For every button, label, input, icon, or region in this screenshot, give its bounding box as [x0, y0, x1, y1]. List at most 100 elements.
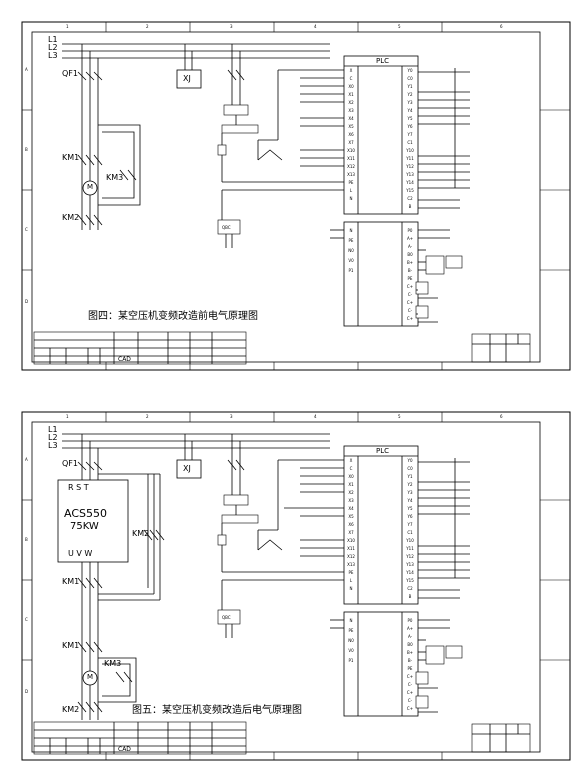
- plc-output: Y0: [407, 458, 413, 463]
- motor-label: M: [87, 673, 94, 681]
- contactor-label-km3: KM3: [104, 659, 122, 668]
- plc-input: X13: [347, 562, 355, 567]
- vfd-power: 75KW: [70, 521, 99, 532]
- column-number: 2: [146, 24, 149, 29]
- plc-output: Y14: [406, 570, 414, 575]
- row-letter: A: [25, 457, 28, 462]
- diagram-caption: 图四：某空压机变频改造前电气原理图: [88, 311, 258, 322]
- relay-label-xj: XJ: [183, 464, 191, 473]
- module-output: B-: [407, 658, 413, 663]
- module-input: N0: [348, 248, 354, 253]
- contactor-label-km2: KM2: [62, 213, 80, 222]
- phase-label-l2: L2: [48, 43, 58, 52]
- module-input: P1: [348, 268, 354, 273]
- plc-output: C1: [407, 530, 413, 535]
- phase-label-l3: L3: [48, 441, 58, 450]
- plc-input: X10: [347, 148, 355, 153]
- plc-input: C: [349, 466, 353, 471]
- module-output: PE: [407, 666, 413, 671]
- plc-input: X12: [347, 164, 355, 169]
- contactor-label-km1: KM1: [62, 641, 80, 650]
- plc-input: X5: [348, 514, 354, 519]
- plc-output: Y3: [407, 490, 413, 495]
- plc-output: C2: [407, 196, 413, 201]
- module-output: B-: [407, 268, 413, 273]
- module-output: B+: [406, 260, 414, 265]
- plc-input: X7: [348, 140, 354, 145]
- drawing-sheet-1: L1 L2 L3 QF1 XJ KM1 KM2 KM3 M PLC 图四：某空压…: [21, 21, 571, 371]
- plc-input: N: [349, 586, 353, 591]
- plc-output: Y1: [407, 474, 413, 479]
- plc-input: X13: [347, 172, 355, 177]
- module-output: B0: [407, 252, 413, 257]
- plc-input: X: [349, 458, 353, 463]
- relay-label-xj: XJ: [183, 74, 191, 83]
- contactor-label-km1: KM1: [62, 153, 80, 162]
- module-output: C+: [406, 674, 414, 679]
- phase-label-l1: L1: [48, 425, 58, 434]
- plc-input: X3: [348, 108, 354, 113]
- module-label: QBC: [222, 615, 231, 620]
- module-label: QBC: [222, 225, 231, 230]
- module-output: C+: [406, 284, 414, 289]
- plc-output: C2: [407, 586, 413, 591]
- column-number: 3: [230, 24, 233, 29]
- plc-input: X: [349, 68, 353, 73]
- plc-output: C1: [407, 140, 413, 145]
- module-output: PE: [407, 276, 413, 281]
- drawing-sheet-2: L1 L2 L3 QF1 XJ R S T ACS550 75KW U V W …: [0, 390, 582, 780]
- module-output: P0: [407, 618, 413, 623]
- plc-output: Y1: [407, 84, 413, 89]
- plc-output: Y13: [406, 562, 414, 567]
- title-block-cad: CAD: [118, 746, 131, 753]
- module-output: B+: [406, 650, 414, 655]
- plc-output: Y5: [407, 506, 413, 511]
- column-number: 1: [66, 24, 69, 29]
- plc-input: X4: [348, 116, 354, 121]
- plc-output: Y6: [407, 124, 413, 129]
- plc-output: B: [408, 594, 412, 599]
- plc-input: X7: [348, 530, 354, 535]
- plc-input: X1: [348, 482, 354, 487]
- column-number: 3: [230, 414, 233, 419]
- plc-input: X0: [348, 84, 354, 89]
- phase-label-l2: L2: [48, 433, 58, 442]
- plc-output: Y7: [407, 132, 413, 137]
- plc-input: L: [349, 188, 353, 193]
- module-input: P1: [348, 658, 354, 663]
- module-output: C+: [406, 300, 414, 305]
- plc-output: Y11: [406, 546, 414, 551]
- plc-output: Y14: [406, 180, 414, 185]
- module-input: V0: [348, 648, 354, 653]
- plc-output: B: [408, 204, 412, 209]
- plc-input: X3: [348, 498, 354, 503]
- contactor-label-km2: KM2: [62, 705, 80, 714]
- row-letter: C: [25, 227, 28, 232]
- plc-input: X10: [347, 538, 355, 543]
- plc-input: X2: [348, 100, 354, 105]
- motor-label: M: [87, 183, 94, 191]
- module-output: A+: [406, 626, 414, 631]
- plc-output: Y12: [406, 164, 414, 169]
- vfd-output-terminals: U V W: [68, 549, 93, 558]
- row-letter: D: [25, 689, 29, 694]
- vfd-model: ACS550: [64, 507, 107, 520]
- column-number: 4: [314, 414, 317, 419]
- row-letter: D: [25, 299, 29, 304]
- plc-input: PE: [348, 570, 354, 575]
- plc-input: X0: [348, 474, 354, 479]
- plc-output: C0: [407, 76, 413, 81]
- module-input: N: [349, 618, 353, 623]
- plc-input: L: [349, 578, 353, 583]
- contactor-label-km2: KM2: [132, 529, 150, 538]
- module-output: C-: [407, 292, 413, 297]
- column-number: 4: [314, 24, 317, 29]
- vfd-input-terminals: R S T: [68, 483, 89, 492]
- diagram-caption: 图五：某空压机变频改造后电气原理图: [132, 705, 302, 716]
- module-output: A-: [407, 244, 413, 249]
- module-input: N: [349, 228, 353, 233]
- plc-output: Y2: [407, 92, 413, 97]
- module-input: N0: [348, 638, 354, 643]
- breaker-label-qf1: QF1: [62, 69, 78, 78]
- plc-output: Y6: [407, 514, 413, 519]
